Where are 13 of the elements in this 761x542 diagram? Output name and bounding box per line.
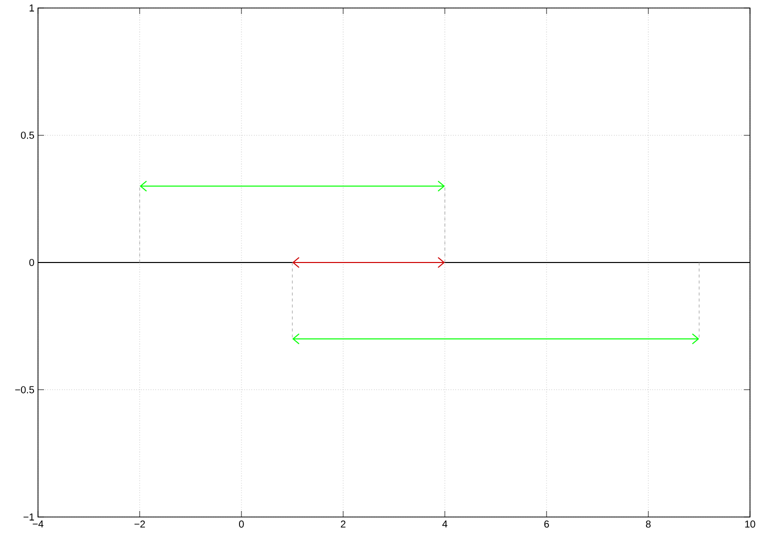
tick-label: −2: [134, 520, 145, 528]
tick-label: 1: [30, 4, 34, 12]
tick-label: −1: [24, 514, 34, 520]
tick-label: 2: [340, 520, 346, 528]
tick-label: −4: [32, 520, 44, 528]
tick-label: 4: [442, 520, 448, 528]
tick-label: 10: [745, 520, 756, 528]
tick-label: 0: [29, 258, 34, 266]
tick-label: 0.5: [20, 132, 34, 139]
tick-label: −0.5: [15, 386, 34, 394]
tick-label: 8: [646, 520, 651, 528]
tick-label: 0: [239, 520, 244, 528]
tick-label: 6: [544, 520, 549, 528]
